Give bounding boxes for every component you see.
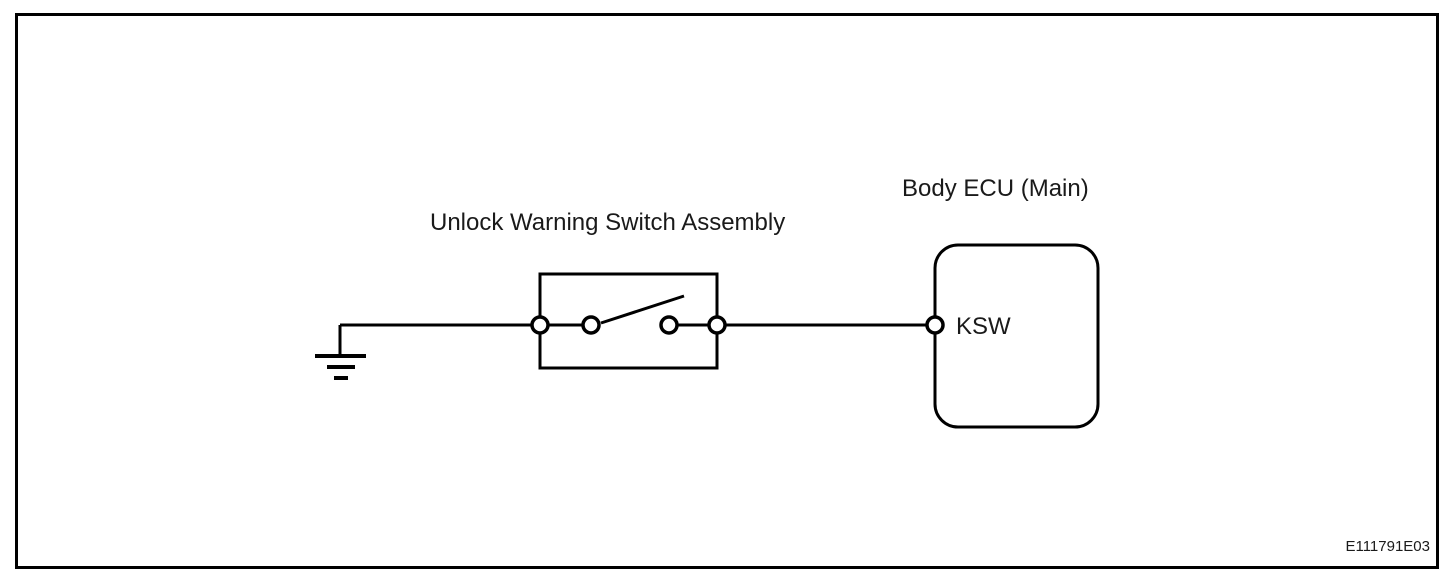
switch-terminal-outer-left — [530, 315, 550, 335]
ground-icon — [315, 325, 366, 380]
switch-terminal-outer-right — [707, 315, 727, 335]
diagram-border — [15, 13, 1439, 569]
switch-assembly-label: Unlock Warning Switch Assembly — [430, 209, 786, 236]
ksw-terminal-label: KSW — [956, 313, 1011, 340]
figure-code: E111791E03 — [1345, 538, 1430, 555]
switch-terminal-inner-left — [581, 315, 601, 335]
terminal-circles — [530, 315, 945, 335]
switch-assembly-box — [538, 272, 719, 370]
switch-blade — [600, 294, 685, 325]
switch-terminal-inner-right — [659, 315, 679, 335]
ecu-terminal-ksw — [925, 315, 945, 335]
body-ecu-label: Body ECU (Main) — [902, 175, 1089, 202]
body-ecu-box — [933, 243, 1100, 429]
